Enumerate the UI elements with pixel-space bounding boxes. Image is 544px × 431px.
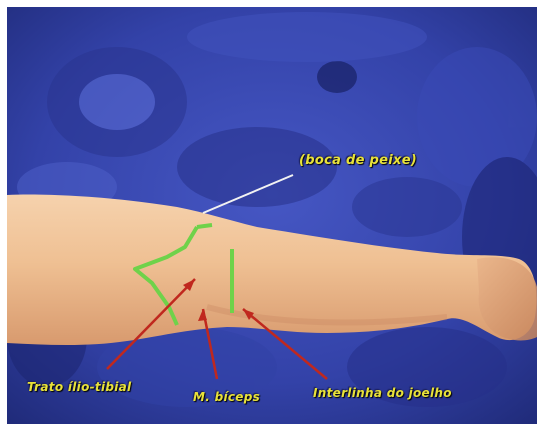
- incision-line-2: [197, 225, 212, 227]
- leg-illustration-graphic: [7, 7, 537, 424]
- m-biceps-label: M. bíceps: [193, 390, 260, 404]
- clinical-illustration: (boca de peixe) Trato ílio-tibial M. bíc…: [7, 7, 537, 424]
- boca-de-peixe-label: (boca de peixe): [299, 153, 417, 168]
- trato-ilio-tibial-label: Trato ílio-tibial: [27, 380, 131, 394]
- interlinha-do-joelho-label: Interlinha do joelho: [313, 386, 452, 400]
